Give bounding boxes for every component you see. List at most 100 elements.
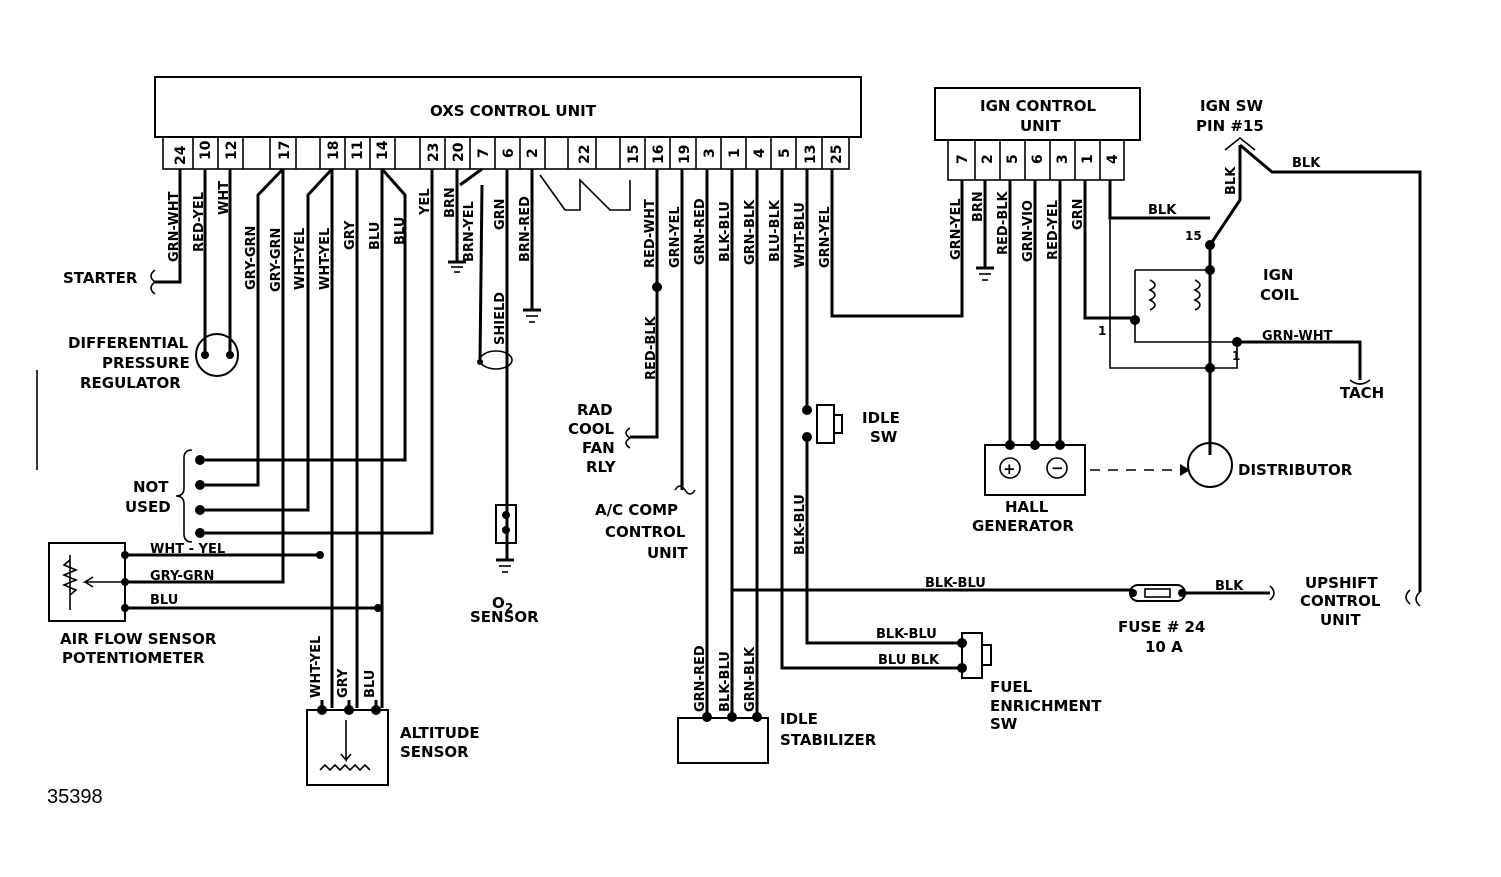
svg-text:BRN-RED: BRN-RED — [518, 196, 533, 262]
oxs-pin: 5 — [777, 148, 793, 158]
distributor: DISTRIBUTOR — [1187, 442, 1353, 488]
oxs-wire-labels: GRN-WHT RED-YEL WHT GRY-GRN GRY-GRN WHT-… — [167, 181, 833, 292]
svg-text:REGULATOR: REGULATOR — [80, 374, 181, 392]
svg-text:DIFFERENTIAL: DIFFERENTIAL — [68, 334, 189, 352]
svg-text:FUEL: FUEL — [990, 678, 1033, 696]
starter-label: STARTER — [63, 269, 138, 287]
svg-text:15: 15 — [1185, 229, 1202, 243]
svg-text:GRN-WHT: GRN-WHT — [167, 191, 182, 262]
ign-pin: 7 — [955, 154, 971, 164]
oxs-pin: 25 — [829, 145, 845, 164]
o2-sensor: O 2 SENSOR — [470, 504, 539, 626]
fuel-enrichment-switch: BLK-BLU BLU BLK FUEL ENRICHMENT SW — [876, 627, 1102, 733]
oxs-pin: 18 — [326, 141, 342, 160]
svg-text:DISTRIBUTOR: DISTRIBUTOR — [1238, 461, 1353, 479]
svg-text:CONTROL: CONTROL — [605, 523, 686, 541]
svg-text:O: O — [492, 594, 505, 612]
svg-text:UNIT: UNIT — [647, 544, 688, 562]
oxs-pin-numbers: 24 10 12 17 18 11 14 23 20 7 6 2 22 15 1… — [173, 140, 845, 165]
svg-text:UNIT: UNIT — [1320, 611, 1361, 629]
svg-text:BLU-BLK: BLU-BLK — [768, 199, 783, 262]
svg-text:FAN: FAN — [582, 439, 615, 457]
svg-text:WHT - YEL: WHT - YEL — [150, 542, 225, 557]
hall-generator: + − HALL GENERATOR — [972, 440, 1190, 535]
svg-text:BLK: BLK — [1148, 203, 1177, 218]
svg-text:BLK-BLU: BLK-BLU — [925, 576, 986, 591]
ground-icon — [496, 558, 514, 573]
svg-text:WHT-YEL: WHT-YEL — [293, 228, 308, 290]
ign-pin: 3 — [1055, 154, 1071, 164]
svg-text:CONTROL: CONTROL — [1300, 592, 1381, 610]
oxs-pin: 7 — [476, 148, 492, 158]
svg-text:GENERATOR: GENERATOR — [972, 517, 1074, 535]
ac-comp-control-unit: A/C COMP CONTROL UNIT — [595, 485, 696, 562]
svg-text:BRN: BRN — [443, 187, 458, 218]
idle-switch: BLK-BLU IDLE SW — [793, 404, 900, 555]
svg-text:GRY-GRN: GRY-GRN — [244, 226, 259, 290]
ign-pin: 1 — [1080, 154, 1096, 164]
svg-text:GRN-YEL: GRN-YEL — [949, 198, 964, 260]
oxs-pin: 12 — [224, 141, 240, 160]
fuse-24: BLK-BLU BLK FUSE # 24 10 A — [925, 576, 1275, 656]
svg-text:GRN-BLK: GRN-BLK — [743, 199, 758, 265]
oxs-pin: 2 — [525, 148, 541, 158]
oxs-pin: 19 — [677, 145, 693, 164]
ign-coil: 15 1 1 IGN COIL GRN-WHT TACH — [1098, 218, 1384, 455]
svg-text:RED-WHT: RED-WHT — [643, 199, 658, 268]
ground-icon — [448, 260, 466, 273]
upshift-control-unit: UPSHIFT CONTROL UNIT — [1300, 574, 1411, 629]
svg-text:BLK-BLU: BLK-BLU — [876, 627, 937, 642]
svg-text:YEL: YEL — [418, 188, 433, 216]
svg-text:BRN-YEL: BRN-YEL — [462, 201, 477, 262]
oxs-pin: 20 — [451, 142, 467, 162]
svg-text:GRN: GRN — [493, 198, 508, 230]
svg-text:BLU: BLU — [363, 670, 378, 698]
ign-wires: GRN-YEL BRN RED-BLK GRN-VIO RED-YEL GRN … — [949, 180, 1210, 442]
not-used-terminals: NOT USED — [125, 449, 205, 543]
svg-text:SW: SW — [990, 715, 1018, 733]
svg-text:1: 1 — [1098, 324, 1106, 338]
svg-text:BRN: BRN — [971, 191, 986, 222]
air-flow-sensor-potentiometer: WHT - YEL GRY-GRN BLU AIR FLOW SENSOR PO… — [48, 542, 382, 667]
oxs-pin: 10 — [198, 140, 214, 160]
svg-text:UPSHIFT: UPSHIFT — [1305, 574, 1378, 592]
svg-text:10 A: 10 A — [1145, 638, 1183, 656]
oxs-pin: 6 — [501, 148, 517, 158]
ign-pin-numbers: 7 2 5 6 3 1 4 — [955, 154, 1121, 164]
svg-text:IDLE: IDLE — [862, 409, 900, 427]
svg-text:RAD: RAD — [577, 401, 613, 419]
svg-text:GRY-GRN: GRY-GRN — [269, 228, 284, 292]
ign-pin-dividers — [974, 140, 1101, 180]
svg-text:BLK: BLK — [1224, 166, 1239, 195]
svg-text:RED-BLK: RED-BLK — [644, 315, 659, 380]
svg-text:FUSE # 24: FUSE # 24 — [1118, 618, 1205, 636]
svg-text:IGN: IGN — [1263, 266, 1293, 284]
oxs-pin: 4 — [752, 148, 768, 158]
svg-text:RLY: RLY — [586, 458, 617, 476]
svg-text:GRY: GRY — [336, 668, 351, 698]
oxs-pin: 24 — [173, 145, 189, 165]
ign-pin: 4 — [1105, 154, 1121, 164]
oxs-pin: 11 — [350, 141, 366, 160]
rad-cool-fan-relay: RED-BLK RAD COOL FAN RLY — [568, 282, 662, 476]
svg-text:PIN #15: PIN #15 — [1196, 117, 1264, 135]
oxs-control-unit-title: OXS CONTROL UNIT — [430, 102, 597, 120]
svg-text:GRY-GRN: GRY-GRN — [150, 569, 214, 584]
svg-text:BLU: BLU — [393, 217, 408, 245]
altitude-sensor: WHT-YEL GRY BLU ALTITUDE SENSOR — [306, 636, 480, 786]
svg-text:GRN: GRN — [1071, 198, 1086, 230]
svg-text:SENSOR: SENSOR — [470, 608, 539, 626]
svg-text:WHT: WHT — [217, 181, 232, 215]
svg-text:AIR FLOW SENSOR: AIR FLOW SENSOR — [60, 630, 217, 648]
svg-text:GRN-YEL: GRN-YEL — [818, 206, 833, 268]
svg-text:SHIELD: SHIELD — [493, 292, 508, 345]
svg-text:SENSOR: SENSOR — [400, 743, 469, 761]
oxs-pin: 16 — [651, 145, 667, 164]
svg-text:POTENTIOMETER: POTENTIOMETER — [62, 649, 205, 667]
svg-text:HALL: HALL — [1005, 498, 1049, 516]
svg-text:GRN-WHT: GRN-WHT — [1262, 329, 1333, 344]
svg-text:WHT-BLU: WHT-BLU — [793, 202, 808, 268]
oxs-wires — [125, 167, 1130, 715]
svg-text:COIL: COIL — [1260, 286, 1299, 304]
